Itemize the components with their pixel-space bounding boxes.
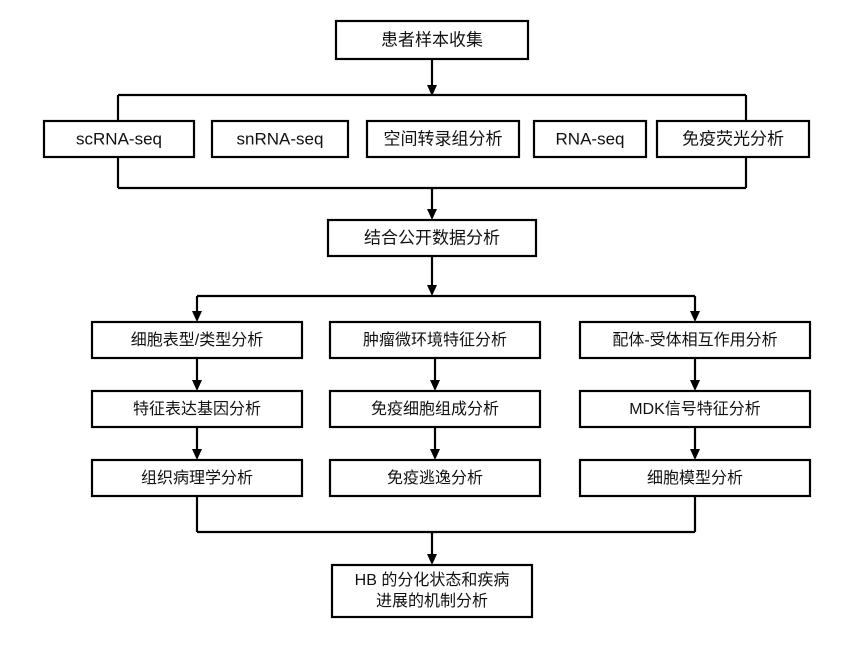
node-label-conclusion-line1: HB 的分化状态和疾病 xyxy=(355,571,510,589)
connector-public-data-to-columns-bus xyxy=(427,256,437,296)
node-box-col2-step2 xyxy=(578,458,812,498)
connector-col0-step1-to-step2 xyxy=(192,427,202,460)
node-box-method-3 xyxy=(532,119,648,159)
node-label-col0-step1: 特征表达基因分析 xyxy=(133,400,261,418)
node-conclusion-hb-mechanism[interactable]: HB 的分化状态和疾病 进展的机制分析 xyxy=(330,563,534,619)
node-method-rna-seq[interactable]: RNA-seq xyxy=(532,119,648,159)
connector-bus-to-public-data xyxy=(427,188,437,220)
node-label-col0-step0: 细胞表型/类型分析 xyxy=(131,331,263,349)
column-ligand-receptor: 配体-受体相互作用分析 MDK信号特征分析 细胞模型分析 xyxy=(578,320,812,498)
connector-start-to-methods-bus xyxy=(427,59,437,96)
node-box-col2-step1 xyxy=(578,389,812,429)
node-box-col2-step0 xyxy=(578,320,812,360)
arrowhead-to-column-0 xyxy=(192,311,202,322)
arrowhead-col2-step0-step1 xyxy=(690,380,700,391)
column-cell-phenotype: 细胞表型/类型分析 特征表达基因分析 组织病理学分析 xyxy=(90,320,304,498)
node-label-col2-step1: MDK信号特征分析 xyxy=(629,400,761,418)
node-immune-evasion-analysis[interactable]: 免疫逃逸分析 xyxy=(328,458,542,498)
node-box-method-1 xyxy=(210,119,350,159)
node-box-col1-step2 xyxy=(328,458,542,498)
node-histopathology-analysis[interactable]: 组织病理学分析 xyxy=(90,458,304,498)
bus-methods-collection xyxy=(116,157,748,190)
column-tumor-microenvironment: 肿瘤微环境特征分析 免疫细胞组成分析 免疫逃逸分析 xyxy=(328,320,542,498)
connector-col1-step0-to-step1 xyxy=(430,358,440,391)
node-label-col1-step2: 免疫逃逸分析 xyxy=(387,469,483,487)
node-box-conclusion xyxy=(330,563,534,619)
connector-col1-step1-to-step2 xyxy=(430,427,440,460)
arrowhead-col1-step1-step2 xyxy=(430,449,440,460)
connector-col0-step0-to-step1 xyxy=(192,358,202,391)
node-ligand-receptor-interaction-analysis[interactable]: 配体-受体相互作用分析 xyxy=(578,320,812,360)
node-label-conclusion-line2: 进展的机制分析 xyxy=(376,592,488,610)
node-immune-cell-composition-analysis[interactable]: 免疫细胞组成分析 xyxy=(328,389,542,429)
node-label-public-data: 结合公开数据分析 xyxy=(364,228,500,247)
node-signature-gene-expression-analysis[interactable]: 特征表达基因分析 xyxy=(90,389,304,429)
node-label-method-2: 空间转录组分析 xyxy=(384,129,503,148)
node-method-scrna-seq[interactable]: scRNA-seq xyxy=(42,119,196,159)
node-box-col1-step0 xyxy=(328,320,542,360)
node-method-snrna-seq[interactable]: snRNA-seq xyxy=(210,119,350,159)
node-box-method-2 xyxy=(365,119,521,159)
node-label-col2-step2: 细胞模型分析 xyxy=(647,469,743,487)
arrowhead-bus-to-public-data xyxy=(427,209,437,220)
node-label-method-4: 免疫荧光分析 xyxy=(682,129,784,148)
arrowhead-col0-step0-step1 xyxy=(192,380,202,391)
node-label-col1-step0: 肿瘤微环境特征分析 xyxy=(363,330,507,349)
node-mdk-signal-feature-analysis[interactable]: MDK信号特征分析 xyxy=(578,389,812,429)
node-label-start: 患者样本收集 xyxy=(381,30,483,49)
node-label-col2-step0: 配体-受体相互作用分析 xyxy=(612,331,777,349)
node-label-col0-step2: 组织病理学分析 xyxy=(141,469,253,487)
node-label-method-3: RNA-seq xyxy=(556,129,625,148)
node-box-col0-step1 xyxy=(90,389,304,429)
node-label-col1-step1: 免疫细胞组成分析 xyxy=(371,400,499,418)
node-box-method-4 xyxy=(655,119,811,159)
arrowhead-to-column-2 xyxy=(690,311,700,322)
node-method-immunofluorescence[interactable]: 免疫荧光分析 xyxy=(655,119,811,159)
arrowhead-bus-to-conclusion xyxy=(427,554,437,565)
node-box-col0-step2 xyxy=(90,458,304,498)
node-public-data-analysis[interactable]: 结合公开数据分析 xyxy=(326,218,538,258)
arrowhead-start-to-bus xyxy=(427,85,437,96)
node-box-col0-step0 xyxy=(90,320,304,360)
node-patient-sample-collection[interactable]: 患者样本收集 xyxy=(334,19,530,61)
node-box-public-data xyxy=(326,218,538,258)
node-box-col1-step1 xyxy=(328,389,542,429)
node-box-start xyxy=(334,19,530,61)
connector-col2-step0-to-step1 xyxy=(690,358,700,391)
connector-col2-step1-to-step2 xyxy=(690,427,700,460)
node-method-spatial-transcriptomics[interactable]: 空间转录组分析 xyxy=(365,119,521,159)
node-cell-phenotype-type-analysis[interactable]: 细胞表型/类型分析 xyxy=(90,320,304,360)
connector-bus-to-conclusion xyxy=(427,532,437,565)
node-tumor-microenvironment-feature-analysis[interactable]: 肿瘤微环境特征分析 xyxy=(328,320,542,360)
node-cell-model-analysis[interactable]: 细胞模型分析 xyxy=(578,458,812,498)
arrowhead-public-data-down xyxy=(427,285,437,296)
bus-columns-distribution xyxy=(192,294,700,322)
bus-columns-convergence xyxy=(195,496,697,534)
arrowhead-col0-step1-step2 xyxy=(192,449,202,460)
node-label-method-1: snRNA-seq xyxy=(237,129,324,148)
arrowhead-col1-step0-step1 xyxy=(430,380,440,391)
node-label-method-0: scRNA-seq xyxy=(76,129,162,148)
arrowhead-col2-step1-step2 xyxy=(690,449,700,460)
